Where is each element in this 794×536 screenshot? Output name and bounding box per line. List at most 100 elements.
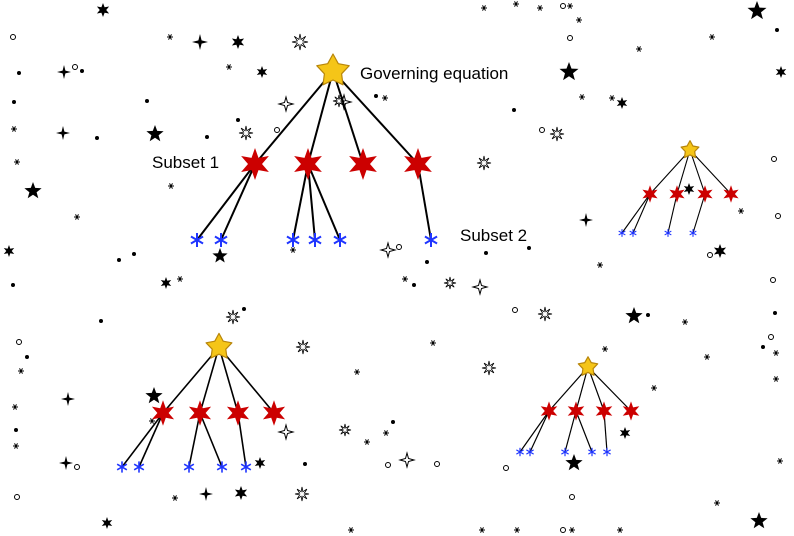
background-star-18	[11, 126, 17, 132]
leaf-star-icon	[183, 461, 195, 473]
edge-subset-to-leaf	[196, 163, 256, 241]
leaf-star-icon	[116, 461, 128, 473]
subset-1-label: Subset 1	[152, 153, 219, 172]
background-star-98	[383, 430, 389, 436]
subset-2-label: Subset 2	[460, 226, 527, 245]
background-star-15	[238, 125, 254, 141]
subset-star-icon	[697, 185, 713, 203]
background-star-85	[569, 494, 575, 500]
background-star-87	[750, 512, 768, 529]
background-star-109	[149, 418, 155, 424]
leaf-star-icon	[214, 233, 228, 247]
background-star-14	[146, 125, 164, 142]
background-star-111	[61, 392, 75, 406]
background-star-40	[412, 283, 416, 287]
background-star-106	[254, 457, 266, 469]
background-star-112	[14, 428, 18, 432]
subset-star-icon	[669, 185, 685, 203]
background-star-59	[636, 46, 642, 52]
background-star-114	[59, 456, 73, 470]
leaf-star-icon	[216, 461, 228, 473]
background-star-11	[12, 100, 16, 104]
leaf-star-icon	[190, 233, 204, 247]
background-star-1	[10, 34, 16, 40]
background-star-78	[768, 334, 774, 340]
edge-root-to-subset	[332, 70, 364, 165]
subset-star-icon	[151, 400, 175, 426]
background-star-46	[513, 1, 519, 7]
background-star-60	[709, 34, 715, 40]
background-star-86	[714, 500, 720, 506]
background-star-70	[527, 246, 531, 250]
background-star-51	[567, 35, 573, 41]
background-star-136	[236, 118, 240, 122]
background-star-45	[481, 5, 487, 11]
background-star-90	[602, 346, 608, 352]
background-star-28	[177, 276, 183, 282]
background-star-101	[354, 369, 360, 375]
background-star-88	[777, 458, 783, 464]
background-star-115	[74, 464, 80, 470]
subset-star-icon	[642, 185, 658, 203]
background-star-50	[576, 17, 582, 23]
edge-subset-to-leaf	[121, 412, 164, 468]
background-star-61	[747, 1, 767, 20]
subset-star-icon	[404, 148, 432, 180]
background-star-84	[565, 454, 583, 471]
edge-root-to-subset	[587, 366, 632, 412]
background-star-39	[402, 276, 408, 282]
background-star-91	[481, 360, 497, 376]
background-star-107	[234, 486, 248, 500]
background-star-68	[579, 213, 593, 227]
background-star-123	[479, 527, 485, 533]
leaf-star-icon	[588, 447, 596, 457]
background-star-4	[291, 33, 309, 51]
edge-subset-to-leaf	[575, 410, 593, 453]
background-star-77	[770, 277, 776, 283]
background-star-133	[597, 262, 603, 268]
background-star-32	[290, 247, 296, 253]
background-star-64	[738, 208, 744, 214]
edge-subset-to-leaf	[237, 412, 247, 468]
leaf-star-icon	[133, 461, 145, 473]
background-star-21	[24, 182, 42, 199]
tree-1	[190, 53, 438, 247]
background-star-31	[99, 319, 103, 323]
background-star-44	[484, 251, 488, 255]
edge-subset-to-leaf	[667, 193, 678, 234]
leaf-star-icon	[286, 233, 300, 247]
background-star-37	[379, 241, 397, 259]
background-star-121	[25, 355, 29, 359]
edge-root-to-subset	[199, 346, 220, 414]
background-star-19	[95, 136, 99, 140]
edge-root-to-subset	[254, 70, 334, 165]
background-star-122	[348, 527, 354, 533]
background-star-100	[391, 420, 395, 424]
leaf-star-icon	[526, 447, 534, 457]
background-star-56	[579, 94, 585, 100]
background-star-30	[242, 307, 246, 311]
background-star-43	[476, 155, 492, 171]
background-star-113	[13, 443, 19, 449]
background-star-5	[167, 34, 173, 40]
leaf-star-icon	[603, 447, 611, 457]
background-star-80	[761, 345, 765, 349]
background-star-103	[277, 423, 295, 441]
subset-star-icon	[241, 148, 269, 180]
background-star-92	[503, 465, 509, 471]
edge-subset-to-leaf	[292, 163, 309, 241]
background-star-89	[773, 376, 779, 382]
background-star-129	[17, 71, 21, 75]
leaf-star-icon	[333, 233, 347, 247]
background-star-130	[132, 252, 136, 256]
background-star-66	[707, 252, 713, 258]
background-star-53	[539, 127, 545, 133]
background-star-76	[773, 311, 777, 315]
background-star-12	[145, 99, 149, 103]
background-star-94	[430, 340, 436, 346]
root-star-icon	[577, 356, 599, 376]
background-star-42	[471, 278, 489, 296]
background-star-20	[205, 135, 209, 139]
